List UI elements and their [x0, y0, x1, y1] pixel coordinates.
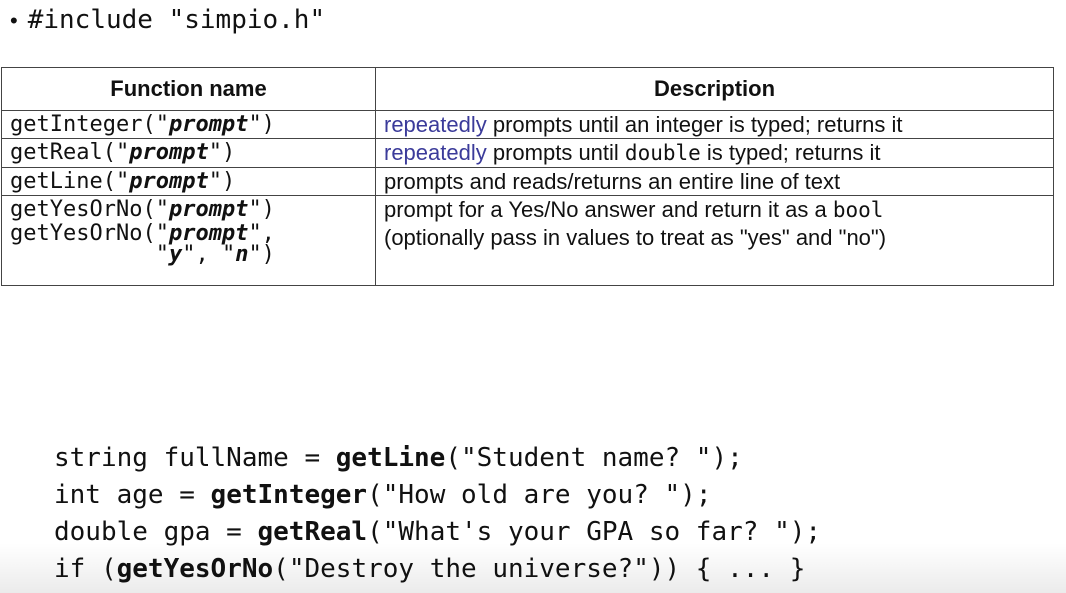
function-cell: getYesOrNo("prompt")getYesOrNo("prompt",…: [1, 195, 376, 286]
description-cell: repeatedly prompts until an integer is t…: [375, 110, 1054, 139]
function-table: Function name Description getInteger("pr…: [1, 67, 1054, 286]
table-row: getLine("prompt") prompts and reads/retu…: [1, 167, 1054, 196]
include-line: • #include "simpio.h": [10, 2, 325, 39]
table-row: getYesOrNo("prompt")getYesOrNo("prompt",…: [1, 195, 1054, 286]
code-line: if (getYesOrNo("Destroy the universe?"))…: [54, 554, 806, 584]
header-description: Description: [375, 67, 1054, 111]
code-line: int age = getInteger("How old are you? "…: [54, 480, 712, 510]
table-row: getReal("prompt") repeatedly prompts unt…: [1, 138, 1054, 168]
header-function-name: Function name: [1, 67, 376, 111]
bullet-icon: •: [10, 8, 18, 33]
include-text: #include "simpio.h": [27, 5, 326, 35]
function-cell: getLine("prompt"): [1, 167, 376, 196]
function-cell: getReal("prompt"): [1, 138, 376, 168]
code-line: double gpa = getReal("What's your GPA so…: [54, 517, 822, 547]
highlight-word: repeatedly: [384, 112, 487, 137]
highlight-word: repeatedly: [384, 140, 487, 165]
table-row: getInteger("prompt") repeatedly prompts …: [1, 110, 1054, 139]
table-header-row: Function name Description: [1, 67, 1054, 111]
code-example: string fullName = getLine("Student name?…: [54, 440, 821, 588]
description-cell: prompts and reads/returns an entire line…: [375, 167, 1054, 196]
description-cell: prompt for a Yes/No answer and return it…: [375, 195, 1054, 286]
function-cell: getInteger("prompt"): [1, 110, 376, 139]
code-line: string fullName = getLine("Student name?…: [54, 443, 743, 473]
description-cell: repeatedly prompts until double is typed…: [375, 138, 1054, 168]
